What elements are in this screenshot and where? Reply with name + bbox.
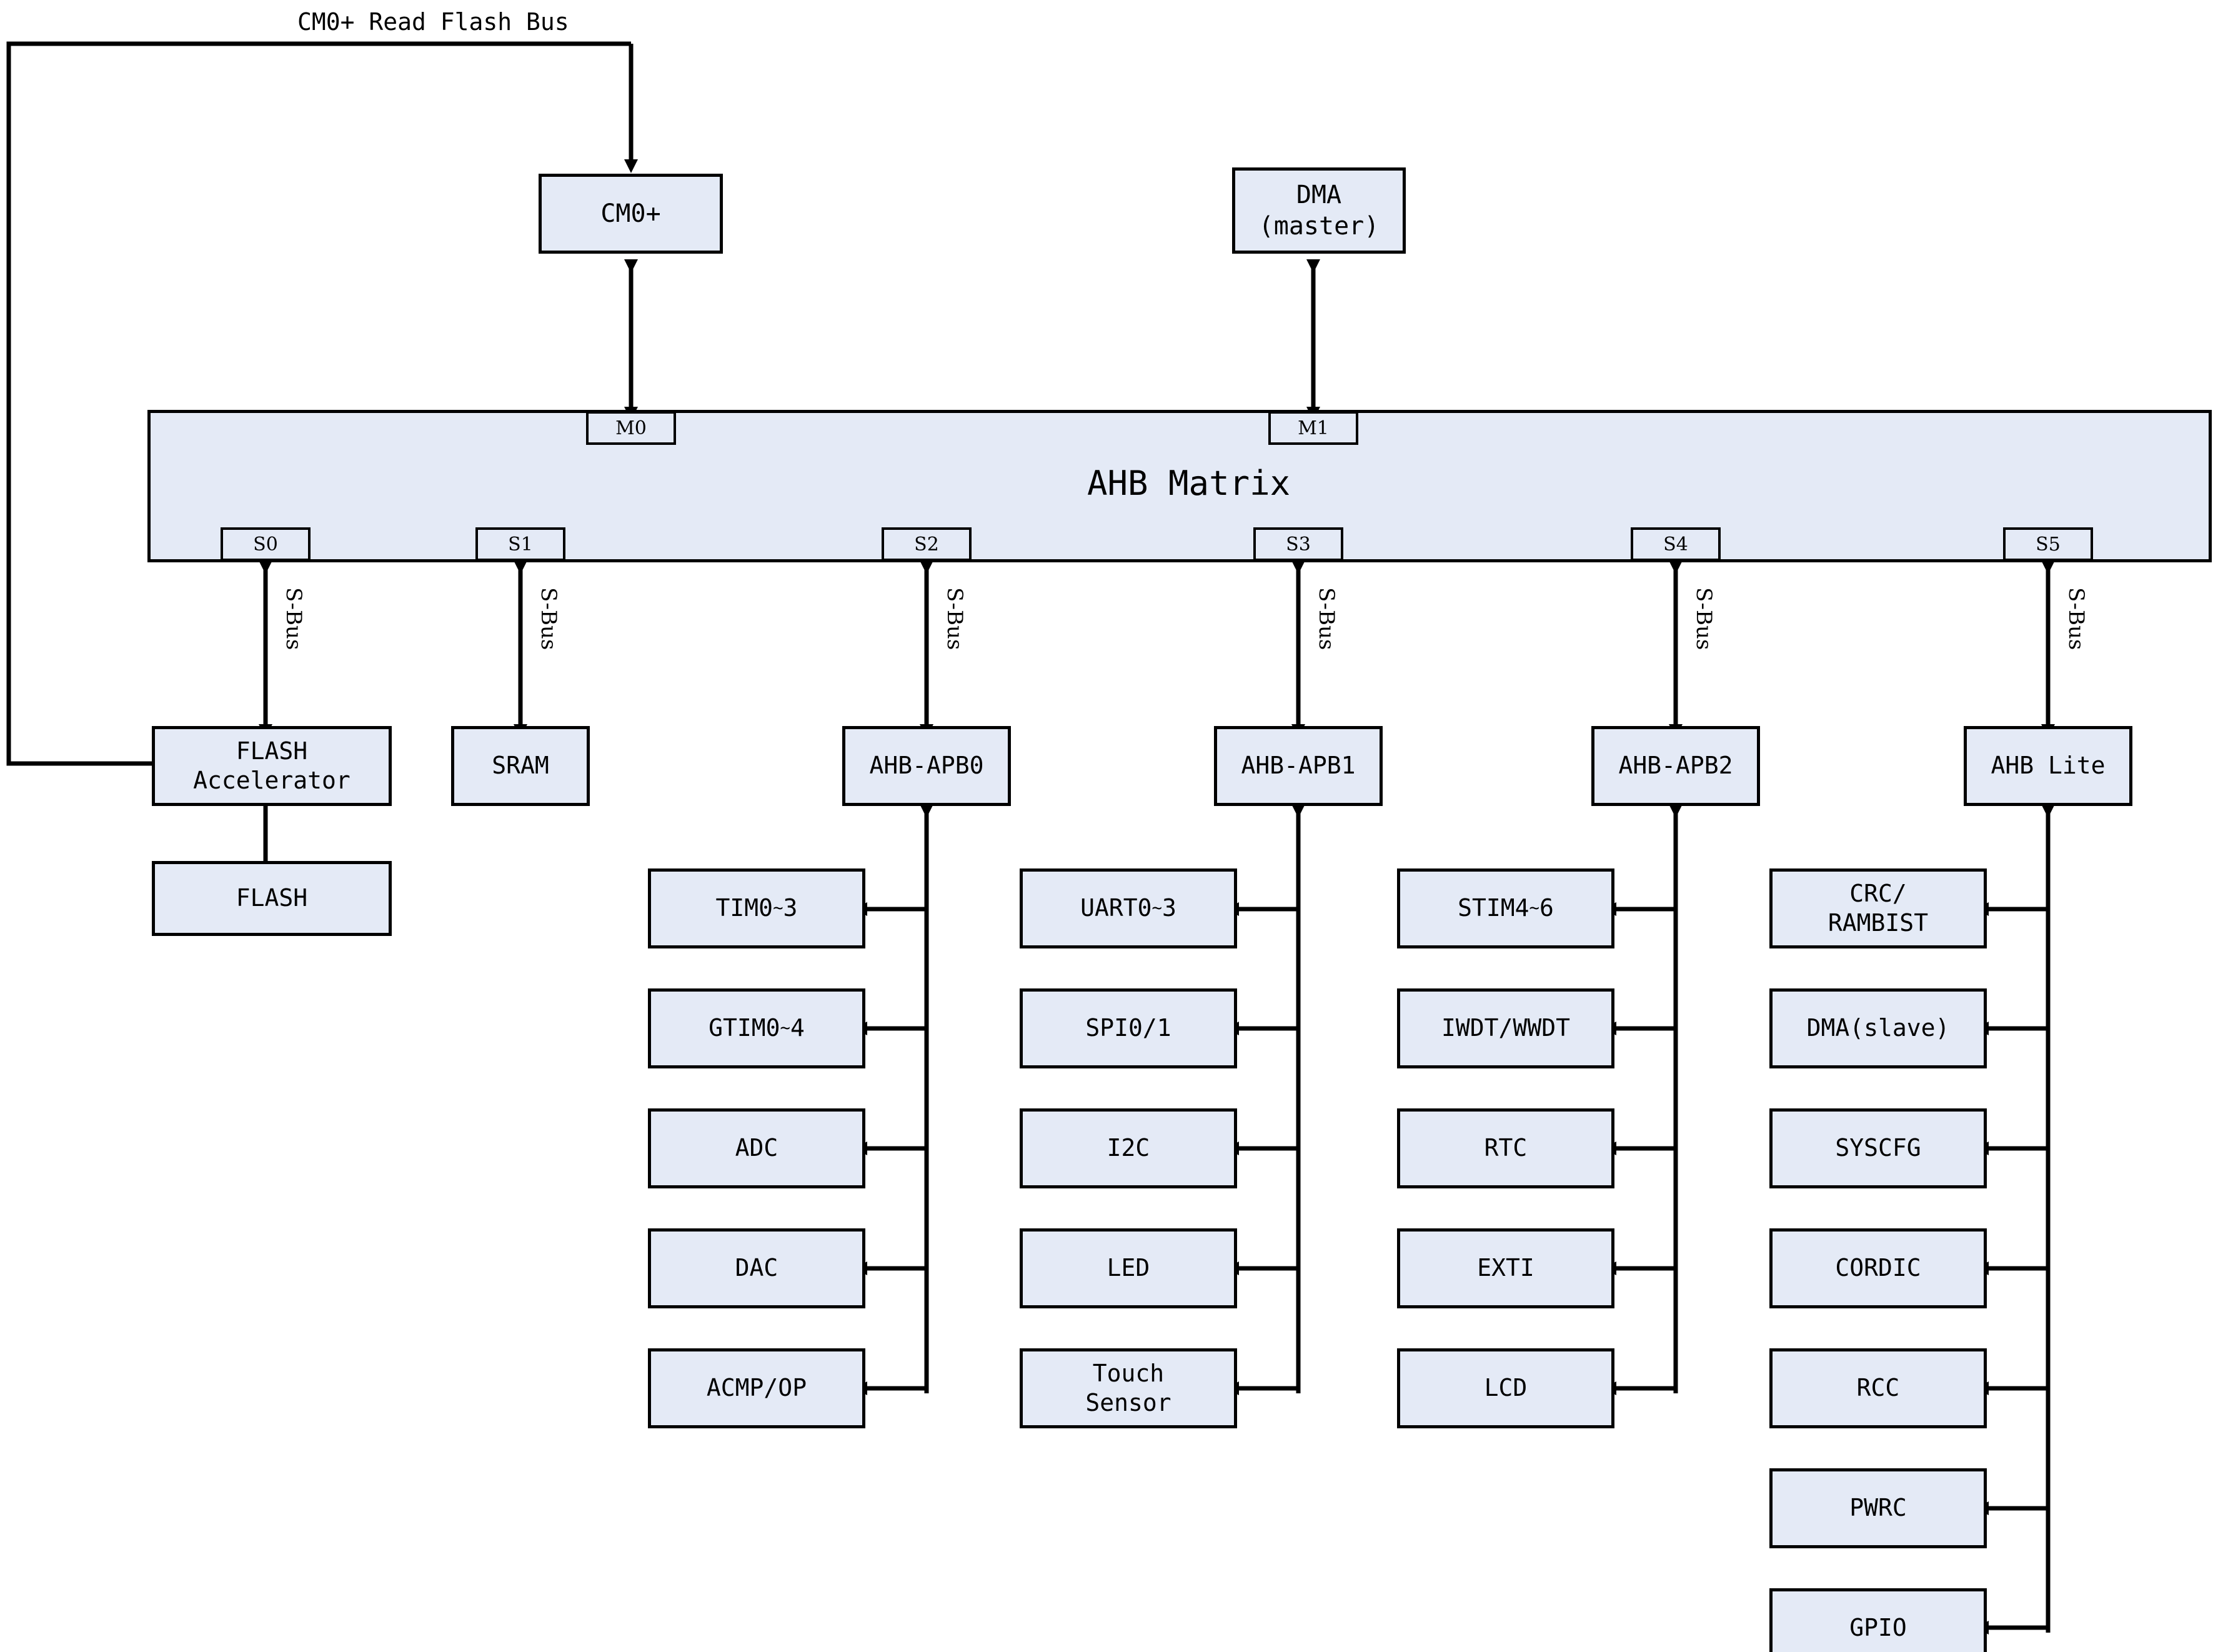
peripheral-label: RTC [1484, 1134, 1528, 1162]
block-ahb-apb1[interactable]: AHB-APB1 [1214, 726, 1383, 806]
block-ahb-lite[interactable]: AHB Lite [1964, 726, 2132, 806]
peripheral-lcd[interactable]: LCD [1397, 1348, 1614, 1428]
peripheral-label: IWDT/WWDT [1441, 1014, 1570, 1042]
matrix-port-s0[interactable]: S0 [221, 527, 311, 561]
peripheral-exti[interactable]: EXTI [1397, 1228, 1614, 1308]
peripheral-label: Touch Sensor [1085, 1359, 1171, 1417]
peripheral-rcc[interactable]: RCC [1769, 1348, 1987, 1428]
peripheral-crc-rambist[interactable]: CRC/ RAMBIST [1769, 868, 1987, 948]
peripheral-uart0-3[interactable]: UART0~3 [1020, 868, 1237, 948]
peripheral-dma-slave[interactable]: DMA(slave) [1769, 988, 1987, 1068]
peripheral-label: ACMP/OP [706, 1374, 807, 1402]
peripheral-label: GPIO [1849, 1614, 1907, 1642]
peripheral-pwrc[interactable]: PWRC [1769, 1468, 1987, 1548]
peripheral-dac[interactable]: DAC [648, 1228, 865, 1308]
peripheral-stim4-6[interactable]: STIM4~6 [1397, 868, 1614, 948]
peripheral-label: LED [1107, 1254, 1150, 1282]
peripheral-syscfg[interactable]: SYSCFG [1769, 1108, 1987, 1188]
peripheral-i2c[interactable]: I2C [1020, 1108, 1237, 1188]
block-ahb-apb0[interactable]: AHB-APB0 [842, 726, 1011, 806]
block-dma-master[interactable]: DMA (master) [1232, 167, 1406, 254]
peripheral-label: SPI0/1 [1085, 1014, 1171, 1042]
sbus-label-s5: S-Bus [2064, 587, 2089, 650]
peripheral-gtim0-4[interactable]: GTIM0~4 [648, 988, 865, 1068]
wire-cm0-read-flash-bus [6, 41, 631, 766]
matrix-port-s2[interactable]: S2 [882, 527, 972, 561]
block-cm0-plus[interactable]: CM0+ [539, 174, 723, 254]
matrix-port-m0[interactable]: M0 [586, 411, 676, 445]
peripheral-label: RCC [1856, 1374, 1900, 1402]
block-flash[interactable]: FLASH [152, 861, 392, 936]
peripheral-label: STIM4 [1458, 894, 1529, 922]
peripheral-label: ADC [735, 1134, 778, 1162]
peripheral-label: I2C [1107, 1134, 1150, 1162]
ahb-matrix-label: AHB Matrix [1087, 464, 1291, 503]
sbus-label-s1: S-Bus [536, 587, 561, 650]
peripheral-label: PWRC [1849, 1494, 1907, 1522]
block-sram[interactable]: SRAM [451, 726, 590, 806]
peripheral-tail: 3 [783, 894, 798, 922]
peripheral-label: TIM0 [715, 894, 773, 922]
matrix-port-s3[interactable]: S3 [1253, 527, 1343, 561]
peripheral-label: DAC [735, 1254, 778, 1282]
sbus-label-s3: S-Bus [1314, 587, 1339, 650]
peripheral-label: CRC/ RAMBIST [1828, 879, 1929, 937]
peripheral-iwdt-wwdt[interactable]: IWDT/WWDT [1397, 988, 1614, 1068]
peripheral-touch-sensor[interactable]: Touch Sensor [1020, 1348, 1237, 1428]
read-flash-bus-label: CM0+ Read Flash Bus [297, 8, 569, 36]
peripheral-tail: 6 [1539, 894, 1554, 922]
peripheral-label: LCD [1484, 1374, 1528, 1402]
peripheral-adc[interactable]: ADC [648, 1108, 865, 1188]
block-ahb-apb2[interactable]: AHB-APB2 [1591, 726, 1760, 806]
peripheral-cordic[interactable]: CORDIC [1769, 1228, 1987, 1308]
sbus-label-s2: S-Bus [942, 587, 967, 650]
peripheral-spi0-1[interactable]: SPI0/1 [1020, 988, 1237, 1068]
matrix-port-s4[interactable]: S4 [1631, 527, 1721, 561]
peripheral-acmp-op[interactable]: ACMP/OP [648, 1348, 865, 1428]
block-flash-accelerator[interactable]: FLASH Accelerator [152, 726, 392, 806]
peripheral-led[interactable]: LED [1020, 1228, 1237, 1308]
sbus-label-s4: S-Bus [1691, 587, 1716, 650]
peripheral-label: CORDIC [1835, 1254, 1921, 1282]
peripheral-rtc[interactable]: RTC [1397, 1108, 1614, 1188]
peripheral-label: EXTI [1477, 1254, 1534, 1282]
peripheral-gpio[interactable]: GPIO [1769, 1588, 1987, 1652]
peripheral-tim0-3[interactable]: TIM0~3 [648, 868, 865, 948]
matrix-port-s5[interactable]: S5 [2003, 527, 2093, 561]
peripheral-tail: 3 [1161, 894, 1176, 922]
matrix-port-m1[interactable]: M1 [1268, 411, 1358, 445]
peripheral-tail: 4 [790, 1014, 805, 1042]
peripheral-label: UART0 [1080, 894, 1152, 922]
peripheral-label: GTIM0 [709, 1014, 780, 1042]
sbus-label-s0: S-Bus [281, 587, 306, 650]
matrix-port-s1[interactable]: S1 [475, 527, 565, 561]
peripheral-label: SYSCFG [1835, 1134, 1921, 1162]
peripheral-label: DMA(slave) [1806, 1014, 1950, 1042]
